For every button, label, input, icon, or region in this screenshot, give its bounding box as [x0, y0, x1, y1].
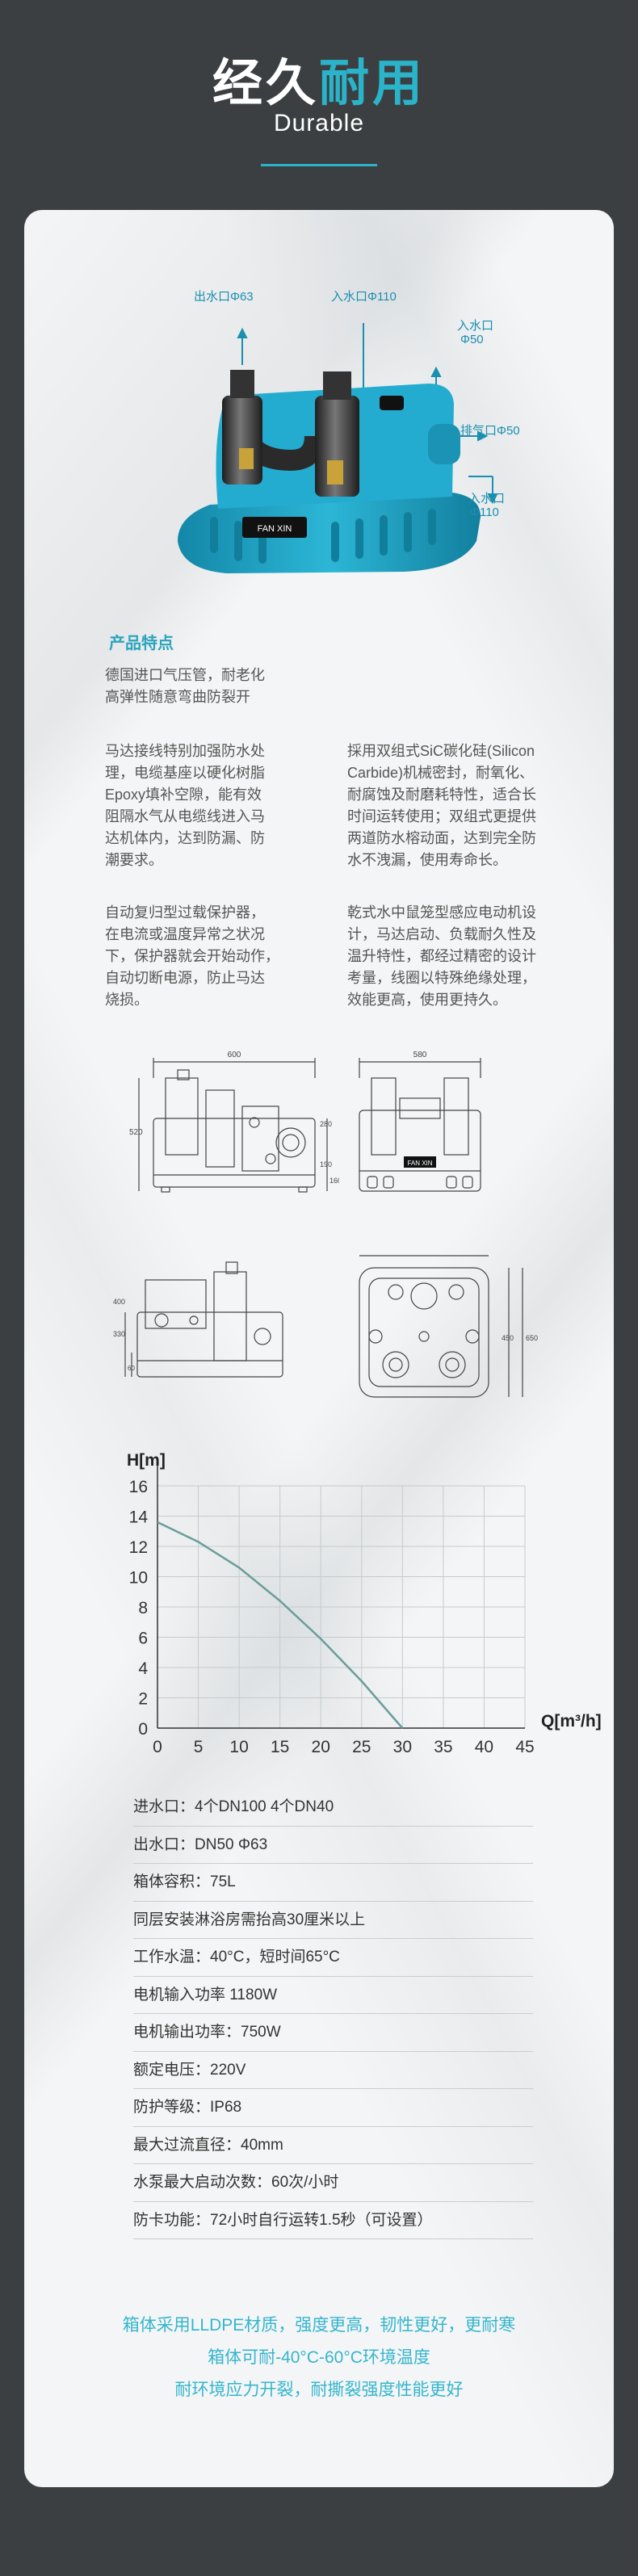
y-axis-label: H[m]: [127, 1451, 166, 1470]
spec-row: 工作水温：40°C，短时间65°C: [133, 1939, 533, 1977]
dim-650: 650: [526, 1334, 538, 1342]
footer-notes: 箱体采用LLDPE材质，强度更高，韧性更好，更耐寒 箱体可耐-40°C-60°C…: [24, 2310, 614, 2406]
title-part-2: 耐用: [319, 53, 426, 112]
y-tick-label: 4: [138, 1659, 148, 1678]
dim-520: 520: [129, 1128, 143, 1137]
y-tick-label: 8: [138, 1599, 148, 1617]
dim-190: 190: [320, 1160, 332, 1168]
feature-right-2: 乾式水中鼠笼型感应电动机设 计，马达启动、负载耐久性及 温升特性，都经过精密的设…: [347, 904, 536, 1008]
dim-600: 600: [228, 1051, 241, 1059]
dim-450: 450: [502, 1334, 514, 1342]
label-inlet-right-2: Φ50: [460, 333, 484, 346]
dim-60: 60: [128, 1365, 135, 1372]
title-part-1: 经久: [212, 53, 319, 112]
spec-row: 水泵最大启动次数：60次/小时: [133, 2164, 533, 2202]
feature-left-2: 自动复归型过载保护器， 在电流或温度异常之状况 下，保护器就会开始动作， 自动切…: [105, 904, 279, 1008]
performance-chart: 0 5 10 15 20 25 30 35 40 45 0 2 4 6 8 10 12 14 16 H[m] Q[m³/…: [127, 1451, 602, 1756]
features-title: 产品特点: [109, 635, 174, 652]
drawing-brand: FAN XIN: [407, 1160, 432, 1167]
y-tick-label: 2: [138, 1690, 148, 1709]
label-inlet-bottom-2: Φ110: [470, 506, 499, 519]
drawing-front: 600 520 280 190 160: [129, 1051, 339, 1193]
page-subtitle: Durable: [273, 110, 365, 136]
y-tick-label: 12: [129, 1538, 148, 1557]
x-tick-label: 15: [271, 1738, 289, 1756]
x-tick-label: 30: [393, 1738, 412, 1756]
drawing-top: 450 650: [359, 1255, 538, 1398]
y-tick-label: 14: [129, 1508, 149, 1527]
footer-line: 耐环境应力开裂，耐撕裂强度性能更好: [174, 2381, 464, 2399]
x-tick-label: 5: [194, 1738, 204, 1756]
x-axis-label: Q[m³/h]: [541, 1712, 602, 1731]
features-intro: 德国进口气压管，耐老化 高弹性随意弯曲防裂开: [105, 667, 265, 705]
footer-line: 箱体可耐-40°C-60°C环境温度: [208, 2348, 430, 2367]
spec-row: 箱体容积：75L: [133, 1864, 533, 1902]
x-tick-label: 45: [515, 1738, 534, 1756]
x-tick-label: 35: [434, 1738, 452, 1756]
x-tick-label: 25: [352, 1738, 371, 1756]
label-inlet-bottom-1: 入水口: [468, 492, 506, 506]
x-tick-label: 0: [153, 1738, 162, 1756]
spec-row: 最大过流直径：40mm: [133, 2127, 533, 2164]
spec-row: 防卡功能：72小时自行运转1.5秒（可设置）: [133, 2202, 533, 2239]
page-title: 经久耐用: [0, 42, 638, 115]
dim-160: 160: [329, 1177, 339, 1185]
spec-row: 防护等级：IP68: [133, 2089, 533, 2127]
dim-280: 280: [320, 1120, 332, 1128]
spec-row: 进水口：4个DN100 4个DN40: [133, 1789, 533, 1827]
x-tick-label: 40: [475, 1738, 493, 1756]
y-tick-label: 10: [129, 1569, 148, 1588]
content-card: FAN XIN 出水口Φ63 入水口Φ110 入水口 Φ50 排气口Φ50 入水…: [24, 210, 614, 2487]
spec-row: 电机输入功率 1180W: [133, 1977, 533, 2014]
footer-line: 箱体采用LLDPE材质，强度更高，韧性更好，更耐寒: [122, 2316, 516, 2335]
feature-left-1: 马达接线特别加强防水处 理，电缆基座以硬化树脂 Epoxy填补空隙，能有效 阻隔…: [105, 743, 265, 868]
drawing-section: 330 60 400: [113, 1261, 283, 1378]
label-vent: 排气口Φ50: [460, 424, 520, 438]
spec-list: 进水口：4个DN100 4个DN40 出水口：DN50 Φ63 箱体容积：75L…: [133, 1789, 533, 2239]
spec-row: 电机输出功率：750W: [133, 2014, 533, 2052]
dim-400: 400: [113, 1298, 125, 1306]
pump-illustration: FAN XIN: [178, 323, 498, 573]
x-tick-label: 10: [229, 1738, 248, 1756]
dim-580: 580: [413, 1051, 427, 1059]
drawing-side: FAN XIN 580: [359, 1051, 481, 1192]
header-section: 经久耐用 Durable: [0, 0, 638, 210]
y-tick-label: 16: [129, 1478, 148, 1496]
label-outlet: 出水口Φ63: [194, 290, 254, 304]
y-tick-label: 6: [138, 1630, 148, 1648]
label-inlet-right-1: 入水口: [457, 319, 494, 333]
spec-row: 额定电压：220V: [133, 2052, 533, 2089]
pump-brand-plate: FAN XIN: [258, 524, 292, 534]
spec-row: 出水口：DN50 Φ63: [133, 1827, 533, 1864]
title-underline: [261, 164, 377, 166]
dim-330: 330: [113, 1330, 125, 1338]
y-tick-label: 0: [138, 1720, 148, 1739]
spec-row: 同层安装淋浴房需抬高30厘米以上: [133, 1902, 533, 1939]
feature-right-1: 採用双组式SiC碳化硅(Silicon Carbide)机械密封，耐氧化、 耐腐…: [347, 743, 536, 868]
x-tick-label: 20: [312, 1738, 330, 1756]
label-inlet-top: 入水口Φ110: [331, 290, 397, 304]
